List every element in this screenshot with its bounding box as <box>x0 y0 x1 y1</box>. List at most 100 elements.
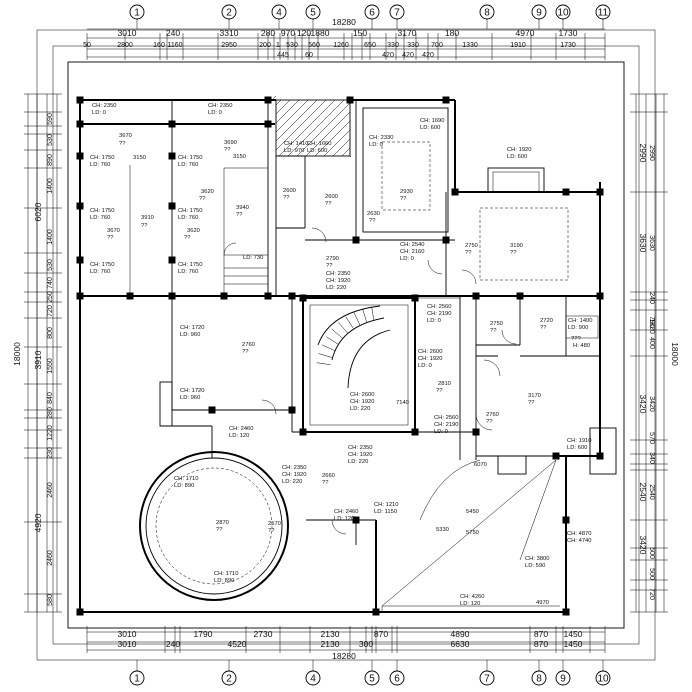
site-boundary <box>67 61 625 629</box>
top-dim-row1-9: 180 <box>445 28 459 38</box>
room-annotation: LD: 730 <box>243 255 263 261</box>
axis-number-bottom-0: 1 <box>134 674 140 685</box>
left-dim-inner-8: 720 <box>47 305 54 317</box>
left-dim-inner-13: 1220 <box>47 425 54 441</box>
left-dim-inner-16: 2460 <box>47 550 54 566</box>
room-annotation: 3910 <box>141 215 154 221</box>
bottom-dim-row2-6: 870 <box>534 639 548 649</box>
room-annotation: 4970 <box>536 600 549 606</box>
room-annotation: LD: 760 <box>178 215 198 221</box>
column-10 <box>76 292 84 300</box>
column-24 <box>552 452 560 460</box>
right-dim-inner-1: 3630 <box>648 235 655 251</box>
room-annotation: LD: 0 <box>427 318 441 324</box>
top-dim-row2-15: 1910 <box>510 42 526 49</box>
column-12 <box>264 292 272 300</box>
left-dim-inner-9: 800 <box>47 327 54 339</box>
room-annotation: ?? <box>216 527 223 533</box>
room-annotation: CH: 1920 <box>418 356 443 362</box>
left-dim-inner-17: 580 <box>47 594 54 606</box>
bottom-dim-row1-1: 1790 <box>194 629 213 639</box>
axis-bubble-bottom-10: 10 <box>595 670 611 686</box>
bottom-dim-row1-4: 870 <box>374 629 388 639</box>
column-16 <box>596 292 604 300</box>
room-annotation: CH: 1750 <box>90 262 115 268</box>
left-dim-inner-11: 840 <box>47 392 54 404</box>
axis-bubble-bottom-6: 6 <box>389 670 405 686</box>
room-annotation: LD: 120 <box>229 433 249 439</box>
room-annotation: ?? <box>141 223 148 229</box>
room-annotation: 2870 <box>216 520 229 526</box>
top-dim-row1-10: 4970 <box>516 28 535 38</box>
room-annotation: LD: 590 <box>525 563 545 569</box>
room-annotation: CH: 2330 <box>369 135 394 141</box>
room-annotation: CH: 1750 <box>90 208 115 214</box>
axis-bubble-top-11: 11 <box>595 4 611 20</box>
top-dim-row1-2: 3310 <box>220 28 239 38</box>
axis-bubble-bottom-2: 2 <box>221 670 237 686</box>
left-total-dimension: 18000 <box>12 342 22 366</box>
room-annotation: LD: 970 <box>284 148 304 154</box>
right-dim-inner-8: 340 <box>648 452 655 464</box>
room-annotation: CH: 3800 <box>525 556 550 562</box>
axis-bubble-top-8: 8 <box>479 4 495 20</box>
room-annotation: CH: 2560 <box>427 304 452 310</box>
column-35 <box>168 202 176 210</box>
room-annotation: 3690 <box>224 140 237 146</box>
room-annotation: CH: 1660 <box>307 141 332 147</box>
column-4 <box>264 96 272 104</box>
top-dim-row1-1: 240 <box>166 28 180 38</box>
room-annotation: 3670 <box>119 133 132 139</box>
room-annotation: CH: 2350 <box>92 103 117 109</box>
room-annotation: ?? <box>528 400 535 406</box>
left-dim-inner-3: 1400 <box>47 178 54 194</box>
top-dim-row2-5: 200 <box>259 42 271 49</box>
axis-grid-lines <box>136 19 604 671</box>
room-annotation: LD: 890 <box>174 483 194 489</box>
bottom-total-dimension: 18280 <box>332 651 356 661</box>
bottom-dim-row2-5: 6630 <box>451 639 470 649</box>
room-annotation: CH: 1410 <box>284 141 309 147</box>
room-annotation: 3940 <box>236 205 249 211</box>
left-dim-inner-7: 250 <box>47 291 54 303</box>
column-9 <box>596 188 604 196</box>
axis-number-bottom-4: 6 <box>394 674 400 685</box>
bottom-dim-row2-7: 1450 <box>564 639 583 649</box>
room-annotation: 2760 <box>486 412 499 418</box>
left-dim-inner-5: 530 <box>47 259 54 271</box>
room-annotation: 7140 <box>396 400 409 406</box>
room-annotation: CH: 2460 <box>334 509 359 515</box>
top-dim-row2-8: 560 <box>308 42 320 49</box>
top-dim-row3-2: 420 <box>382 52 394 59</box>
room-annotation: CH: 2540 <box>400 242 425 248</box>
room-annotation: CH: 1210 <box>374 502 399 508</box>
column-19 <box>299 294 307 302</box>
room-annotation: LD: 760 <box>90 215 110 221</box>
bottom-dim-row1-2: 2730 <box>254 629 273 639</box>
right-dim-outer-4: 3420 <box>638 536 648 555</box>
room-annotation: LD: 600 <box>307 148 327 154</box>
room-annotation: 5330 <box>436 527 449 533</box>
bottom-dim-row2-2: 4520 <box>228 639 247 649</box>
axis-number-bottom-2: 4 <box>310 674 316 685</box>
bottom-dim-row1-7: 1450 <box>564 629 583 639</box>
room-annotation: CH: 1720 <box>180 388 205 394</box>
top-dim-row2-12: 330 <box>407 42 419 49</box>
room-annotation: CH: 1690 <box>420 118 445 124</box>
inner-frame <box>52 45 640 645</box>
room-annotation: LD: 220 <box>326 285 346 291</box>
room-annotation: ?? <box>268 528 275 534</box>
axis-bubble-top-2: 2 <box>221 4 237 20</box>
room-annotation: 2630 <box>367 211 380 217</box>
bottom-dim-row2-1: 240 <box>166 639 180 649</box>
room-annotation: LD: 600 <box>567 445 587 451</box>
room-annotation: 3620 <box>187 228 200 234</box>
room-annotation: CH: 2350 <box>282 465 307 471</box>
room-annotation: 2600 <box>325 194 338 200</box>
column-5 <box>346 96 354 104</box>
axis-bubble-top-6: 6 <box>364 4 380 20</box>
left-dim-inner-14: 230 <box>47 447 54 459</box>
room-annotation: LD: 220 <box>350 406 370 412</box>
column-30 <box>562 608 570 616</box>
